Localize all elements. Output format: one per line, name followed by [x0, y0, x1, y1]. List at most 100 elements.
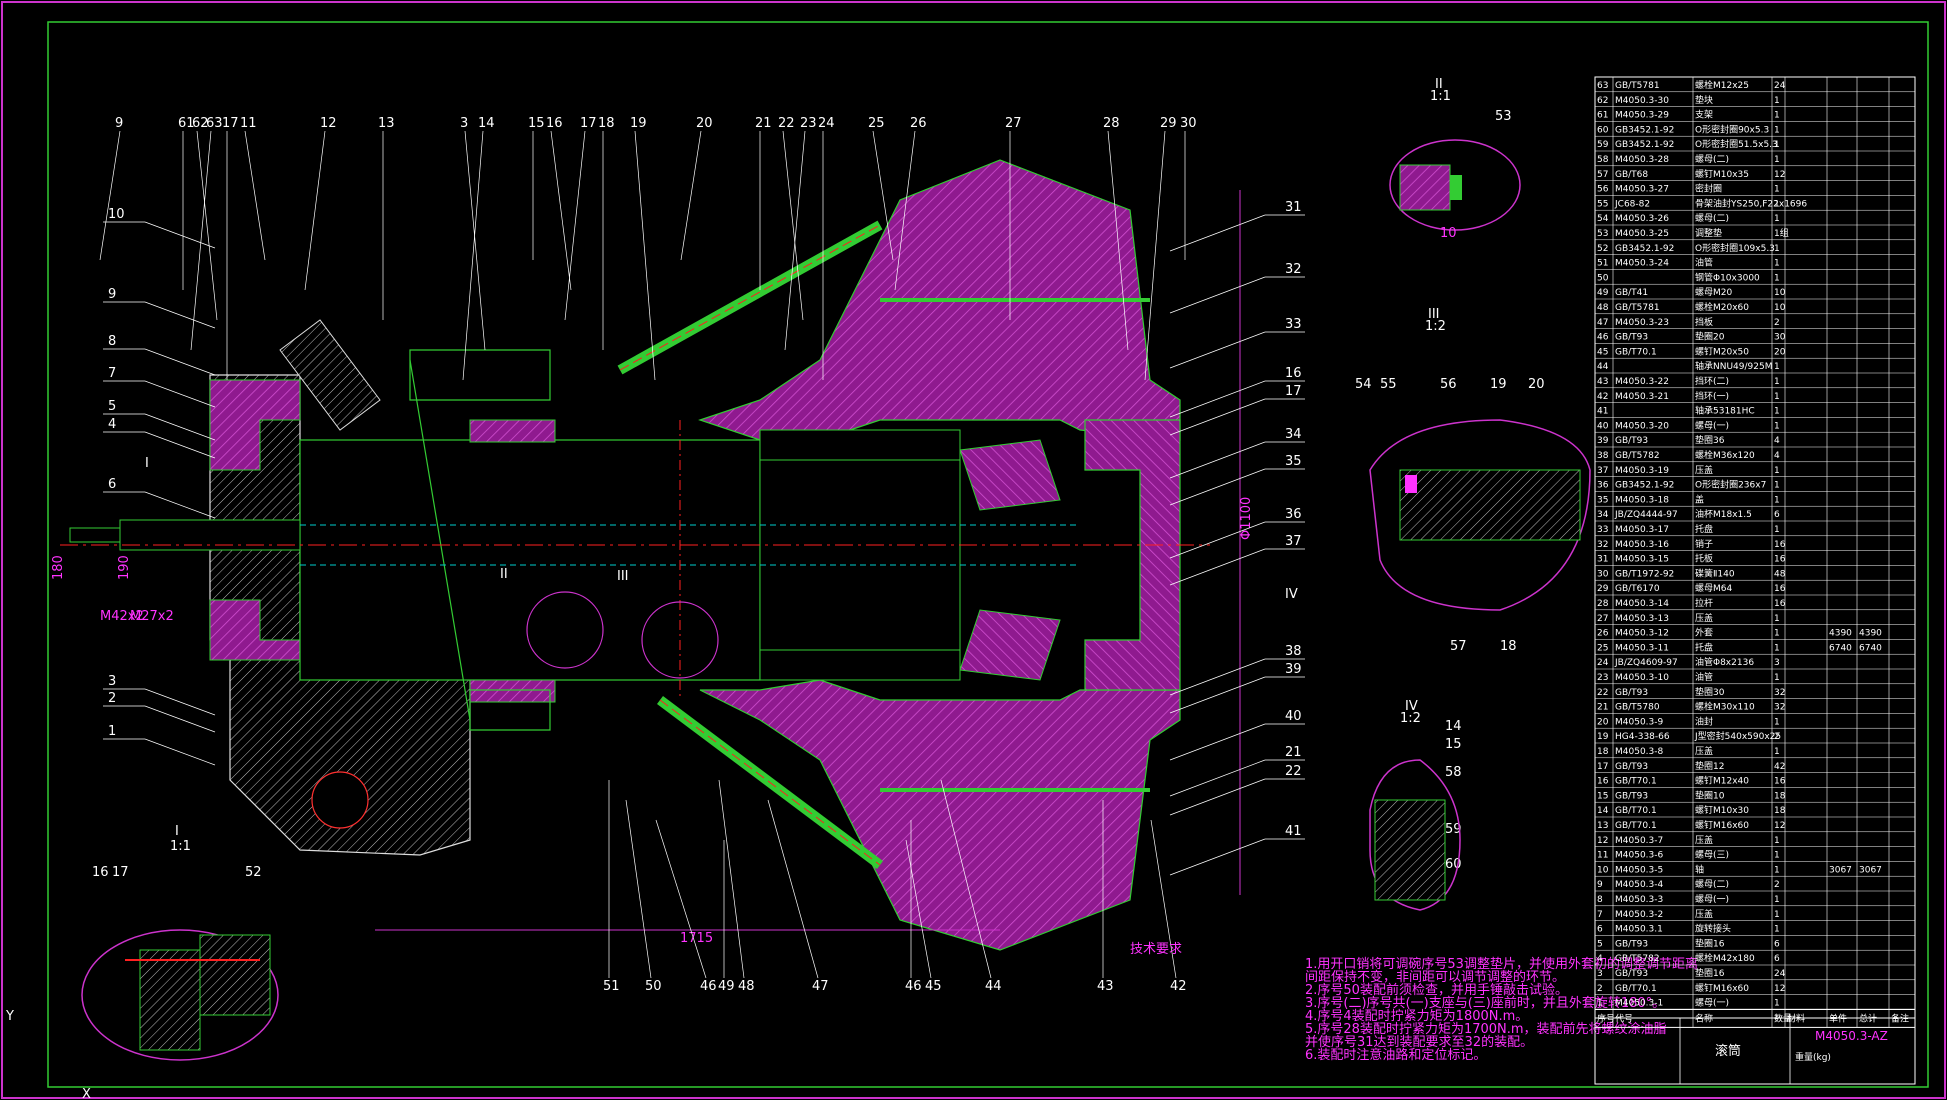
bom-cell: 垫圈36	[1695, 434, 1725, 446]
bom-cell: 1	[1774, 466, 1780, 476]
bom-cell: 10	[1774, 288, 1786, 298]
bom-cell: 3	[1597, 969, 1603, 979]
bom-cell: 19	[1597, 732, 1609, 742]
bom-cell: 60	[1597, 125, 1609, 135]
bom-cell: 挡板	[1695, 316, 1713, 328]
bom-cell: 16	[1774, 540, 1786, 550]
bom-cell: 2	[1774, 318, 1780, 328]
part-label-top: 22	[778, 116, 795, 131]
bom-cell: 6740	[1859, 643, 1882, 653]
leader-line	[244, 130, 266, 261]
bom-cell: 21	[1597, 703, 1608, 713]
part-label-right: 38	[1285, 644, 1302, 659]
bom-cell: 轴	[1695, 863, 1704, 875]
bom-cell: J型密封540x590x25	[1694, 730, 1781, 742]
bom-cell: M4050.3-28	[1615, 155, 1669, 165]
part-label-top: 30	[1180, 116, 1197, 131]
bom-cell: 4390	[1859, 629, 1882, 639]
bom-cell: 螺母M20	[1695, 287, 1732, 298]
leader-line	[144, 380, 216, 408]
leader-line	[144, 348, 216, 376]
leader-line	[99, 130, 121, 261]
part-label-right: 41	[1285, 824, 1302, 839]
notes-lines: 1.用开口销将可调碗序号53调整垫片，并使用外套初的调整调节距离 间距保持不变，…	[1305, 956, 1698, 1063]
bom-cell: 25	[1597, 643, 1608, 653]
view-ii-shim	[1450, 175, 1462, 200]
leader-line	[1150, 819, 1177, 979]
view-i-part2	[199, 934, 271, 1016]
bom-cell: GB/T5782	[1615, 954, 1660, 964]
bom-cell: M4050.3-16	[1615, 540, 1669, 550]
bom-cell: 4	[1597, 954, 1603, 964]
seal-ring-bottom	[469, 679, 556, 703]
view-ii-dim: 10	[1440, 226, 1457, 241]
part-label-top: 63	[206, 116, 223, 131]
bom-cell: 托盘	[1695, 523, 1713, 535]
part-label-bottom: 51	[603, 979, 620, 994]
bom-cell: GB/T5780	[1615, 703, 1660, 713]
bom-cell: 32	[1774, 703, 1785, 713]
bom-cell: 1	[1774, 392, 1780, 402]
bom-cell: 16	[1774, 584, 1786, 594]
part-label-right: 35	[1285, 454, 1302, 469]
part-label-bottom: 43	[1097, 979, 1114, 994]
bom-cell: 18	[1774, 806, 1786, 816]
part-label-left: 7	[108, 366, 116, 381]
bom-cell: 53	[1597, 229, 1608, 239]
bom-cell: 22	[1597, 688, 1608, 698]
note-line: 1.用开口销将可调碗序号53调整垫片，并使用外套初的调整调节距离	[1305, 956, 1698, 972]
leader-line	[190, 130, 212, 351]
bom-cell: 14	[1597, 806, 1609, 816]
bom-cell: GB/T70.1	[1615, 347, 1657, 357]
leader-line	[1169, 468, 1266, 506]
detail-label: 15	[1445, 737, 1462, 752]
bom-cell: 45	[1597, 347, 1608, 357]
bom-cell: M4050.3-15	[1615, 555, 1669, 565]
bom-cell: M4050.3-2	[1615, 910, 1663, 920]
bom-cell: 螺栓M30x110	[1695, 701, 1755, 713]
bom-cell: 调整垫	[1695, 227, 1722, 239]
bom-cell: GB3452.1-92	[1615, 125, 1674, 135]
detail-label: 54	[1355, 377, 1372, 392]
bom-cell: 1	[1774, 836, 1780, 846]
bom-cell: 1	[1774, 185, 1780, 195]
note-line: 间距保持不变，非间距可以调节调整的环节。	[1305, 969, 1565, 985]
bom-cell: 垫圈20	[1695, 331, 1725, 343]
part-label-bottom: 46	[700, 979, 717, 994]
leader-line	[144, 738, 216, 766]
bom-cell: 2	[1597, 984, 1603, 994]
leader-line	[1169, 838, 1266, 876]
bom-cell: 29	[1597, 584, 1609, 594]
part-label-top: 17	[580, 116, 597, 131]
bom-cell: 6	[1774, 510, 1780, 520]
bom-cell: 1	[1774, 125, 1780, 135]
bom-cell: M4050.3-30	[1615, 96, 1669, 106]
detail-circle-iii	[641, 601, 719, 679]
part-label-top: 3	[460, 116, 468, 131]
bom-cell: 螺栓M12x25	[1695, 79, 1749, 91]
oil-pipe-upper-center	[619, 224, 881, 371]
bom-cell: 59	[1597, 140, 1609, 150]
bom-cell: 1	[1774, 273, 1780, 283]
view-iii-seal	[1405, 475, 1417, 493]
bom-cell: M4050.3-24	[1615, 259, 1669, 269]
part-label-top: 29	[1160, 116, 1177, 131]
bom-cell: 1	[1774, 481, 1780, 491]
bom-cell: 螺钉M16x60	[1695, 820, 1749, 831]
bom-cell: 12	[1774, 821, 1785, 831]
title-name: 滚筒	[1715, 1043, 1741, 1059]
detail-label: 53	[1495, 109, 1512, 124]
note-line: 5.序号28装配时拧紧力矩为1700N.m，装配前先将螺纹涂油脂	[1305, 1021, 1667, 1037]
bom-cell: M4050.3-22	[1615, 377, 1669, 387]
leader-line	[304, 130, 326, 291]
bearing-core	[759, 459, 961, 651]
bom-cell: 46	[1597, 333, 1609, 343]
bom-cell: 支架	[1695, 109, 1713, 121]
bom-cell: 压盖	[1695, 745, 1713, 757]
end-cap	[1084, 419, 1181, 691]
bom-cell: 托板	[1695, 553, 1713, 565]
part-label-right: 32	[1285, 262, 1302, 277]
section-mark: II	[500, 567, 508, 582]
bom-cell: 24	[1774, 969, 1786, 979]
